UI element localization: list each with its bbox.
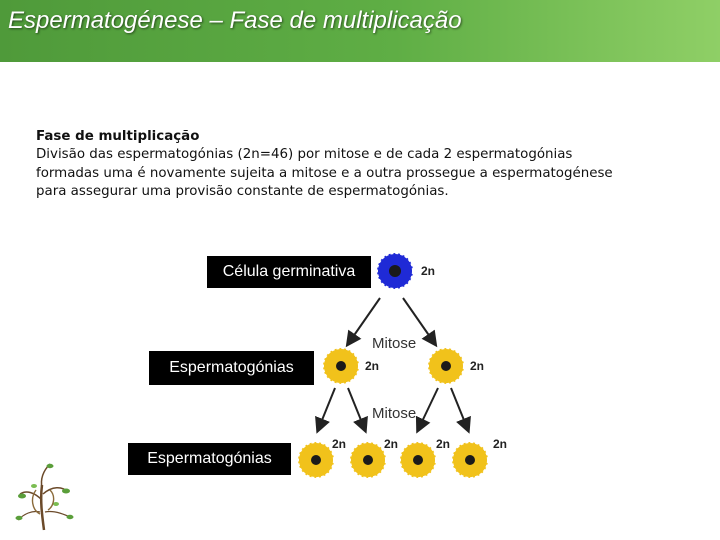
spermatogonia-label-1: Espermatogónias	[149, 351, 314, 385]
spermatogonium-cell	[349, 441, 387, 479]
spermatogonia-label-2: Espermatogónias	[128, 443, 291, 475]
ploidy-label: 2n	[470, 359, 484, 373]
title-bar: Espermatogénese – Fase de multiplicação	[0, 0, 720, 62]
spermatogonium-cell	[427, 347, 465, 385]
mitosis-arrow-left-1	[345, 297, 381, 348]
ploidy-label: 2n	[436, 437, 450, 451]
mitosis-arrow-c	[415, 387, 439, 434]
multiplication-diagram: Mitose Mitose 2n 2n 2n 2n 2n 2n 2n Célul…	[128, 248, 520, 483]
description-block: Fase de multiplicação Divisão das esperm…	[36, 128, 676, 202]
ploidy-label: 2n	[493, 437, 507, 451]
ploidy-label: 2n	[421, 264, 435, 278]
germ-cell-label: Célula germinativa	[207, 256, 371, 288]
mitosis-label: Mitose	[372, 405, 416, 422]
mitosis-arrow-a	[315, 387, 336, 434]
mitosis-arrow-right-1	[402, 297, 438, 348]
description-paragraph: Divisão das espermatogónias (2n=46) por …	[36, 147, 613, 200]
mitosis-arrow-b	[347, 387, 368, 434]
germ-cell	[376, 252, 414, 290]
spermatogonium-cell	[322, 347, 360, 385]
ploidy-label: 2n	[384, 437, 398, 451]
diagram-canvas: Mitose Mitose 2n 2n 2n 2n 2n 2n 2n	[297, 252, 507, 479]
mitosis-label: Mitose	[372, 335, 416, 352]
slide-title: Espermatogénese – Fase de multiplicação	[8, 7, 462, 34]
tree-logo	[10, 460, 78, 532]
spermatogonium-cell	[399, 441, 437, 479]
tree-logo-icon	[15, 463, 74, 531]
description-heading: Fase de multiplicação	[36, 129, 200, 144]
ploidy-label: 2n	[332, 437, 346, 451]
spermatogonium-cell	[451, 441, 489, 479]
spermatogonium-cell	[297, 441, 335, 479]
ploidy-label: 2n	[365, 359, 379, 373]
mitosis-arrow-d	[450, 387, 471, 434]
